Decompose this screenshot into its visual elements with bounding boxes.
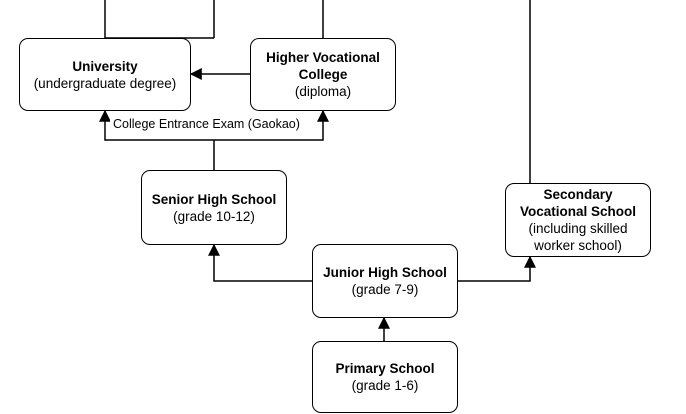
primary-subtitle: (grade 1-6) [351,378,419,393]
secondary-vocational-subtitle-line2: worker school) [534,238,622,253]
secondary-vocational-subtitle-line1: (including skilled [528,221,628,236]
higher-vocational-node: Higher Vocational College (diploma) [250,38,396,111]
university-subtitle: (undergraduate degree) [33,75,177,91]
edge-gaokao-to-higher [214,109,329,141]
secondary-vocational-node: Secondary Vocational School (including s… [505,183,651,257]
secondary-vocational-title-line2: Vocational School [519,204,636,219]
university-node: University (undergraduate degree) [19,38,191,111]
university-title: University [72,58,138,74]
secondary-vocational-title-line1: Secondary [543,187,613,202]
higher-vocational-subtitle: (diploma) [294,84,352,99]
primary-node: Primary School (grade 1-6) [312,341,458,413]
edge-gaokao-to-university [99,109,214,141]
senior-high-node: Senior High School (grade 10-12) [141,170,287,245]
edge-junior-to-senior [208,243,312,282]
primary-title: Primary School [335,361,435,376]
senior-high-subtitle: (grade 10-12) [173,208,255,224]
senior-high-title: Senior High School [151,191,277,207]
gaokao-label: College Entrance Exam (Gaokao) [110,116,303,132]
junior-high-title: Junior High School [323,265,447,280]
junior-high-subtitle: (grade 7-9) [351,282,419,297]
higher-vocational-title-line1: Higher Vocational [266,50,380,65]
edge-junior-to-secondary [458,255,536,282]
higher-vocational-title-line2: College [298,67,348,82]
junior-high-node: Junior High School (grade 7-9) [312,244,458,318]
